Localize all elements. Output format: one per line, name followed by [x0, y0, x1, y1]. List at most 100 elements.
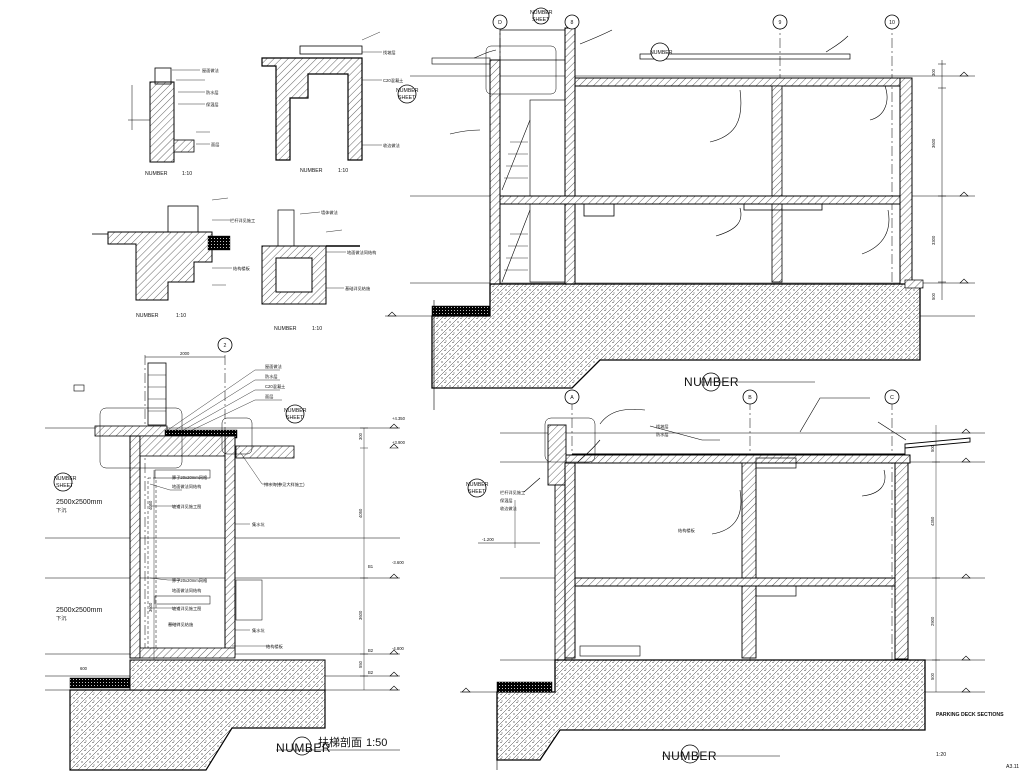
detail-2-scale: 1:10 — [338, 168, 348, 174]
sheet-tag: SHEET — [468, 489, 486, 495]
sheet-tag: SHEET — [532, 17, 550, 23]
note-size-sub: 下沉 — [56, 614, 67, 622]
note: 保温层 — [500, 497, 513, 504]
dim: 300 — [358, 432, 363, 440]
note: 箅子20x20mm网格 — [172, 577, 208, 584]
sheet-scale: 1:20 — [936, 752, 946, 758]
detail-4-tag: NUMBER — [274, 326, 297, 332]
note: 坡道详见施工图 — [172, 503, 201, 510]
note: 集水坑 — [252, 627, 265, 634]
note: 防水层 — [265, 373, 278, 380]
note: 结构楼板 — [266, 643, 284, 650]
elevation: B1 — [368, 564, 374, 569]
detail-3-scale: 1:10 — [176, 313, 186, 319]
detail-2-note: 找坡层 — [383, 49, 396, 56]
detail-2-note: C20混凝土 — [383, 77, 403, 84]
note-size-sub: 下沉 — [56, 506, 67, 514]
dim: 600 — [80, 666, 88, 671]
grid-bubble: B — [748, 395, 752, 401]
number-tag: NUMBER — [650, 50, 673, 56]
dim: 300 — [931, 68, 936, 76]
grid-bubble: 9 — [779, 20, 782, 26]
elevation: -3.600 — [392, 560, 405, 565]
note-size: 2500x2500mm — [56, 607, 102, 614]
detail-4-scale: 1:10 — [312, 326, 322, 332]
grid-bubble: 8 — [571, 20, 574, 26]
detail-4: 墙体做法 地面做法同结构 基础详见结施 NUMBER 1:10 — [261, 209, 376, 332]
detail-1-tag: NUMBER — [145, 171, 168, 177]
note: 屋面做法 — [265, 363, 282, 370]
note-size: 2500x2500mm — [56, 499, 102, 506]
detail-1: 屋面做法 防水层 保温层 面层 NUMBER 1:10 — [128, 67, 219, 177]
grid-bubble: D — [498, 20, 502, 26]
detail-3-note: 结构楼板 — [233, 265, 251, 272]
section-number-escalator: NUMBER — [276, 741, 331, 755]
detail-2-note: 收边做法 — [383, 142, 400, 149]
sheet-tag: SHEET — [398, 95, 416, 101]
detail-1-note: 面层 — [211, 142, 219, 148]
detail-4-note: 地面做法同结构 — [347, 249, 376, 256]
dim: 500 — [931, 292, 936, 300]
dim: 3600 — [931, 138, 936, 148]
note: 栏杆详见施工 — [500, 489, 525, 496]
section-escalator: NUMBER SHEET NUMBER SHEET 2500x2500mm 下沉… — [45, 337, 406, 771]
note: 地面做法同结构 — [172, 587, 201, 594]
detail-1-note: 保温层 — [206, 101, 219, 108]
dim: 3600 — [358, 610, 363, 620]
note: 坡道详见施工图 — [172, 605, 201, 612]
section-top: D 8 9 10 NUMBER SHEET NUMBER SHEET NUMBE… — [385, 7, 975, 410]
number-tag: NUMBER — [284, 408, 307, 414]
detail-3-note: 栏杆详见施工 — [230, 217, 255, 224]
detail-4-note: 墙体做法 — [321, 209, 338, 216]
detail-1-note: 防水层 — [206, 89, 219, 96]
section-number-top: NUMBER — [684, 375, 739, 389]
note: 地面做法同结构 — [172, 483, 201, 490]
elevation: +3.900 — [392, 440, 406, 445]
detail-1-scale: 1:10 — [182, 171, 192, 177]
section-title: 扶梯剖面 — [318, 735, 362, 749]
dim: 4050 — [358, 508, 363, 518]
title-block: PARKING DECK SECTIONS 1:20 A3.11 — [936, 712, 1019, 770]
dim: 2900 — [930, 616, 935, 626]
detail-4-note: 基础详见结施 — [345, 285, 371, 292]
note: 找坡层 — [656, 423, 669, 430]
dim: 500 — [930, 444, 935, 452]
section-number-bottom: NUMBER — [662, 749, 717, 763]
dim: 3300 — [931, 235, 936, 245]
detail-3-tag: NUMBER — [136, 313, 159, 319]
note: 面层 — [265, 394, 273, 400]
note: 基础详见结施 — [168, 621, 194, 628]
number-tag: NUMBER — [530, 10, 553, 16]
detail-2: 找坡层 C20混凝土 收边做法 NUMBER 1:10 — [261, 31, 403, 174]
grid-bubble: 10 — [889, 20, 895, 26]
sheet-title: PARKING DECK SECTIONS — [936, 712, 1004, 718]
note: 收边做法 — [500, 505, 517, 512]
elevation: -4.800 — [392, 646, 405, 651]
section-title-scale: 1:50 — [366, 737, 387, 749]
dim: 500 — [930, 672, 935, 680]
number-tag: NUMBER — [466, 482, 489, 488]
note: 箅子20x20mm网格 — [172, 474, 208, 481]
sheet-tag: SHEET — [56, 483, 74, 489]
sheet-tag: SHEET — [286, 415, 304, 421]
grid-bubble: A — [570, 395, 574, 401]
note: C20混凝土 — [265, 383, 285, 390]
sheet-number: A3.11 — [1006, 764, 1019, 770]
elevation: +4.350 — [392, 416, 406, 421]
note: 集水坑 — [252, 521, 265, 528]
note: 结构楼板 — [678, 527, 696, 534]
detail-3: 栏杆详见施工 结构楼板 NUMBER 1:10 — [92, 197, 255, 319]
dim: 4350 — [930, 516, 935, 526]
dim: 4050 — [148, 500, 153, 510]
note: 排水沟(参见大样施工) — [264, 481, 305, 488]
grid-bubble: 2 — [224, 343, 227, 349]
dim: 550 — [358, 660, 363, 668]
grid-bubble: C — [890, 395, 894, 401]
elevation: -1.200 — [482, 537, 495, 542]
note: 防水层 — [656, 431, 669, 438]
dim: 2000 — [180, 351, 190, 356]
detail-1-note: 屋面做法 — [202, 67, 219, 74]
number-tag: NUMBER — [396, 88, 419, 94]
section-bottom: A B C NUMBER SHEET 找坡层 防水层 结构楼板 栏杆详见施工 保… — [460, 389, 985, 770]
